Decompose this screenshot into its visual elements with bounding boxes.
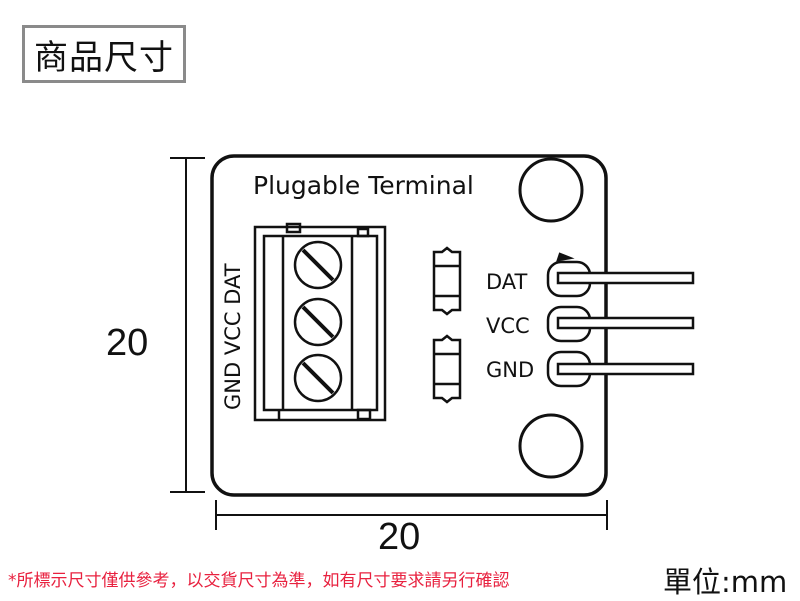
title-box: 商品尺寸 [22,25,186,83]
page-title: 商品尺寸 [34,37,174,78]
mounting-hole-top [518,157,584,223]
mounting-hole-bottom [518,413,584,479]
height-dimension-line [170,157,205,493]
pin-header [546,252,695,388]
screw-terminal [253,222,387,422]
smd-component [432,246,462,404]
height-dimension: 20 [106,322,149,364]
footnote: *所標示尺寸僅供參考，以交貨尺寸為準，如有尺寸要求請另行確認 [8,571,510,591]
width-dimension: 20 [378,516,421,558]
pin-label-dat: DAT [486,270,528,294]
side-pin-label: GND VCC DAT [221,263,245,410]
board-name: Plugable Terminal [253,171,474,200]
pin-label-vcc: VCC [486,314,530,338]
screw [293,240,343,403]
pin-label-gnd: GND [486,358,534,382]
unit-label: 單位:mm [663,565,788,599]
width-dimension-line [215,500,608,530]
